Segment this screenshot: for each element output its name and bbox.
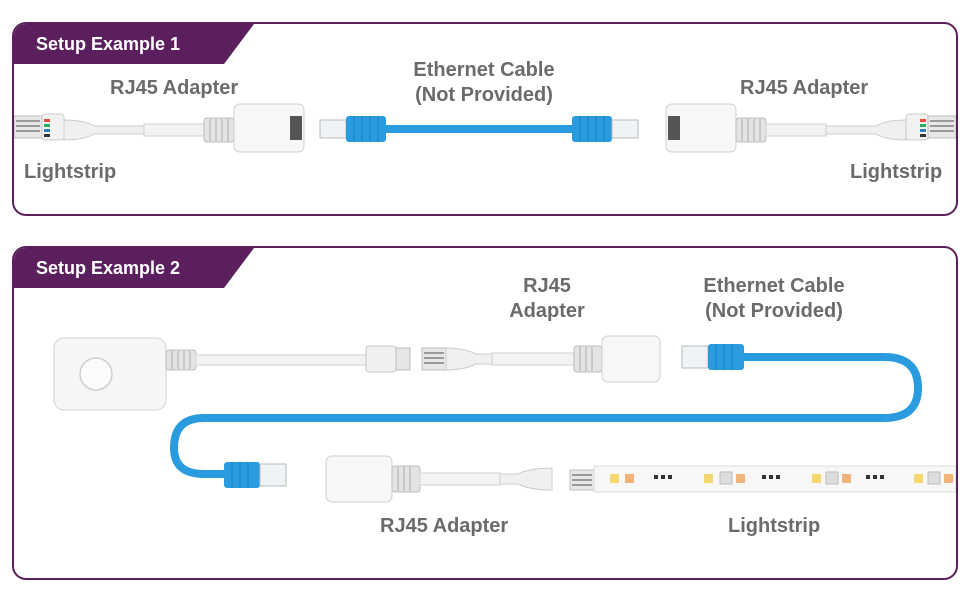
ethernet-cable-2-label: Ethernet Cable (Not Provided) [694,274,854,324]
lightstrip-2 [569,465,956,493]
setup-example-2-panel: Setup Example 2 [12,246,958,580]
setup-2-illustration [53,335,956,503]
ethernet-cable-2 [169,344,923,488]
lightstrip-right-label: Lightstrip [850,161,943,183]
setup-1-illustration [14,103,956,153]
setup-example-2-title: Setup Example 2 [36,258,181,278]
rj45-adapter-top-label-line1: RJ45 [523,275,571,297]
ethernet-cable-label-line1: Ethernet Cable [413,59,555,81]
rj45-adapter-left [63,103,305,153]
rj45-adapter-bottom [325,455,553,503]
rj45-adapter-left-label: RJ45 Adapter [110,77,239,99]
lightstrip-connector-right [905,113,956,141]
ethernet-cable-2-label-line2: (Not Provided) [705,300,843,322]
tab-shape [14,248,254,288]
ethernet-cable-label-line2: (Not Provided) [415,84,553,106]
rj45-adapter-top [421,335,661,383]
rj45-adapter-right [665,103,907,153]
controller-box [53,337,411,411]
setup-example-2-tab: Setup Example 2 [14,248,254,288]
setup-example-1-panel: Setup Example 1 [12,22,958,216]
rj45-adapter-top-label-line2: Adapter [509,300,585,322]
lightstrip-connector-left [14,113,65,141]
ethernet-cable-2-label-line1: Ethernet Cable [703,275,845,297]
rj45-adapter-top-label: RJ45 Adapter [492,274,602,324]
rj45-adapter-bottom-label: RJ45 Adapter [380,515,509,537]
ethernet-cable-label: Ethernet Cable (Not Provided) [404,58,564,108]
setup-example-1-tab: Setup Example 1 [14,24,254,64]
rj45-adapter-right-label: RJ45 Adapter [740,77,869,99]
lightstrip-left-label: Lightstrip [24,161,117,183]
setup-example-1-title: Setup Example 1 [36,34,181,54]
tab-shape [14,24,254,64]
ethernet-cable-1 [319,116,639,142]
lightstrip-2-label: Lightstrip [728,515,821,537]
